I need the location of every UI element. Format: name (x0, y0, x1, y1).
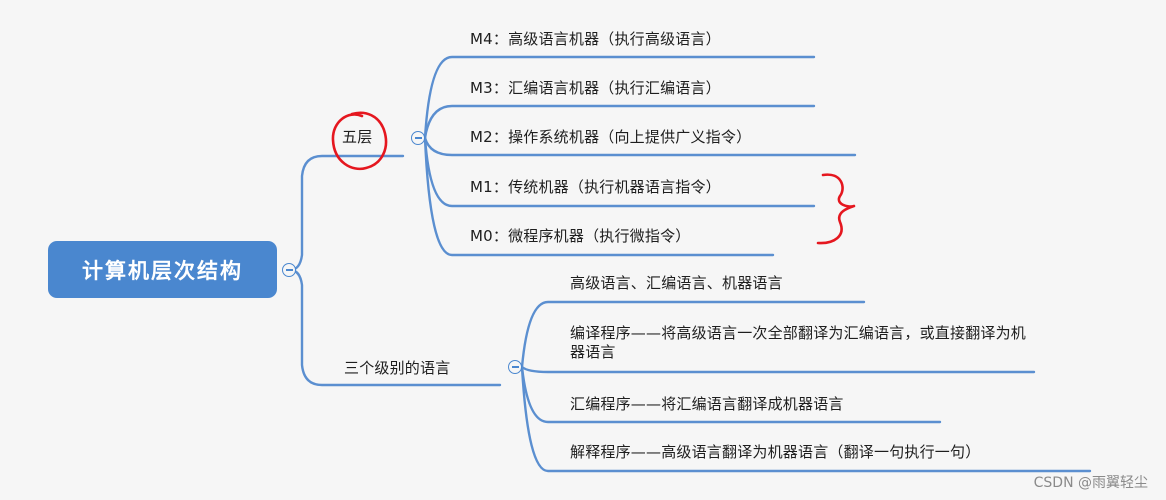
link-lang-4 (520, 365, 1092, 473)
link-layers-m3 (423, 104, 816, 140)
language-item-2[interactable]: 编译程序——将高级语言一次全部翻译为汇编语言，或直接翻译为机器语言 (570, 324, 1027, 361)
annotation-circle (331, 111, 388, 171)
language-item-1[interactable]: 高级语言、汇编语言、机器语言 (570, 274, 783, 292)
layers-collapse-icon[interactable] (411, 131, 425, 145)
layer-m3-label[interactable]: M3：汇编语言机器（执行汇编语言） (470, 79, 721, 97)
branch-layers-label[interactable]: 五层 (342, 128, 373, 146)
root-collapse-icon[interactable] (282, 263, 296, 277)
link-layers-m4 (423, 55, 816, 140)
layer-m4-label[interactable]: M4：高级语言机器（执行高级语言） (470, 30, 721, 48)
link-lang-2 (520, 365, 1036, 374)
language-item-3[interactable]: 汇编程序——将汇编语言翻译成机器语言 (570, 395, 844, 413)
layer-m2-label[interactable]: M2：操作系统机器（向上提供广义指令） (470, 128, 752, 146)
link-root-to-layers (288, 154, 405, 272)
link-lang-1 (520, 300, 866, 369)
layer-m1-label[interactable]: M1：传统机器（执行机器语言指令） (470, 178, 721, 196)
watermark-text: CSDN @雨翼轻尘 (1033, 475, 1148, 491)
root-node[interactable]: 计算机层次结构 (48, 241, 277, 298)
layer-m0-label[interactable]: M0：微程序机器（执行微指令） (470, 227, 691, 245)
root-node-label: 计算机层次结构 (82, 258, 243, 283)
branch-languages-label[interactable]: 三个级别的语言 (344, 359, 451, 377)
languages-collapse-icon[interactable] (508, 360, 522, 374)
link-layers-m0 (423, 136, 775, 257)
annotation-brace (816, 173, 856, 245)
language-item-4[interactable]: 解释程序——高级语言翻译为机器语言（翻译一句执行一句） (570, 443, 981, 461)
